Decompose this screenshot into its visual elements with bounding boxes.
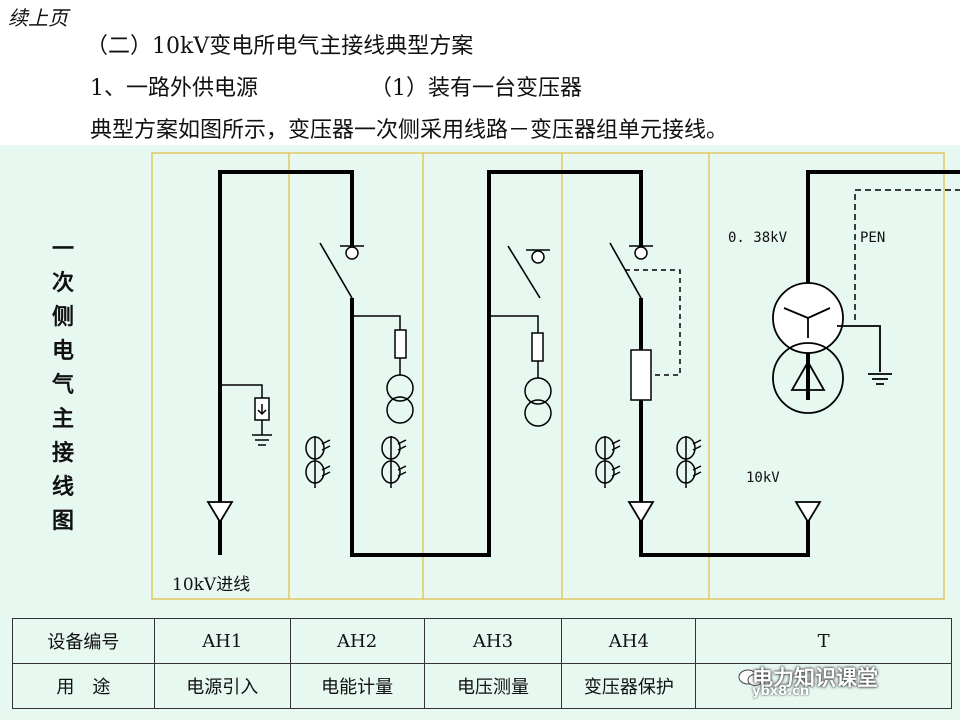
table-cell: 电能计量 [289, 663, 425, 709]
ah1-incoming [206, 384, 272, 524]
table-cell: 电源引入 [153, 663, 291, 709]
table-cell: AH4 [561, 618, 697, 664]
table-cell: AH2 [289, 618, 425, 664]
cable-head-ah4 [627, 501, 655, 524]
subtitle-right: （1）装有一台变压器 [370, 76, 582, 101]
page-title: （二）10kV变电所电气主接线典型方案 [86, 34, 474, 59]
table-cell: 用 途 [12, 663, 155, 709]
continued-label: 续上页 [8, 6, 68, 30]
side-char: 一 [51, 236, 74, 262]
watermark-site: ybx8.cn [752, 684, 810, 699]
watermark-name: 电力知识课堂 [752, 666, 878, 690]
cable-head-t [794, 501, 822, 524]
table-cell: AH1 [153, 618, 291, 664]
ah2-metering [305, 242, 414, 488]
side-char: 气 [51, 372, 74, 398]
table-cell: 设备编号 [12, 618, 155, 664]
side-char: 主 [51, 406, 74, 432]
cubicle-frames [151, 152, 945, 600]
description-text: 典型方案如图所示，变压器一次侧采用线路－变压器组单元接线。 [90, 118, 729, 143]
side-char: 侧 [51, 304, 74, 330]
table-cell: 变压器保护 [561, 663, 697, 709]
pen-label: PEN [860, 230, 885, 246]
incoming-label: 10kV进线 [172, 575, 250, 595]
side-char: 接 [51, 440, 74, 466]
header-area [0, 0, 960, 145]
table-row: 设备编号 AH1 AH2 AH3 AH4 T [12, 618, 952, 664]
main-conductors [218, 170, 960, 557]
table-row: 用 途 电源引入 电能计量 电压测量 变压器保护 [12, 663, 952, 709]
subtitle-left: 1、一路外供电源 [90, 76, 258, 101]
side-char: 图 [51, 508, 74, 534]
table-cell: 电压测量 [423, 663, 563, 709]
table-cell [695, 663, 952, 709]
ah4-protection [595, 242, 702, 524]
device-table: 设备编号 AH1 AH2 AH3 AH4 T 用 途 电源引入 电能计量 电压测… [12, 618, 952, 709]
lv-voltage-label: 0. 38kV [728, 230, 788, 246]
side-char: 次 [51, 270, 74, 296]
cable-head-ah1 [206, 501, 234, 524]
table-cell: AH3 [423, 618, 563, 664]
wechat-icon [738, 669, 763, 686]
transformer-t [772, 189, 960, 524]
side-char: 线 [51, 474, 74, 500]
single-line-diagram: 10kV进线 0. 38kV PEN 10kV [151, 152, 960, 600]
hv-voltage-label: 10kV [746, 470, 780, 486]
side-label: 一 次 侧 电 气 主 接 线 图 [48, 232, 78, 538]
ah3-voltage [489, 245, 552, 427]
side-char: 电 [51, 338, 74, 364]
table-cell: T [695, 618, 952, 664]
